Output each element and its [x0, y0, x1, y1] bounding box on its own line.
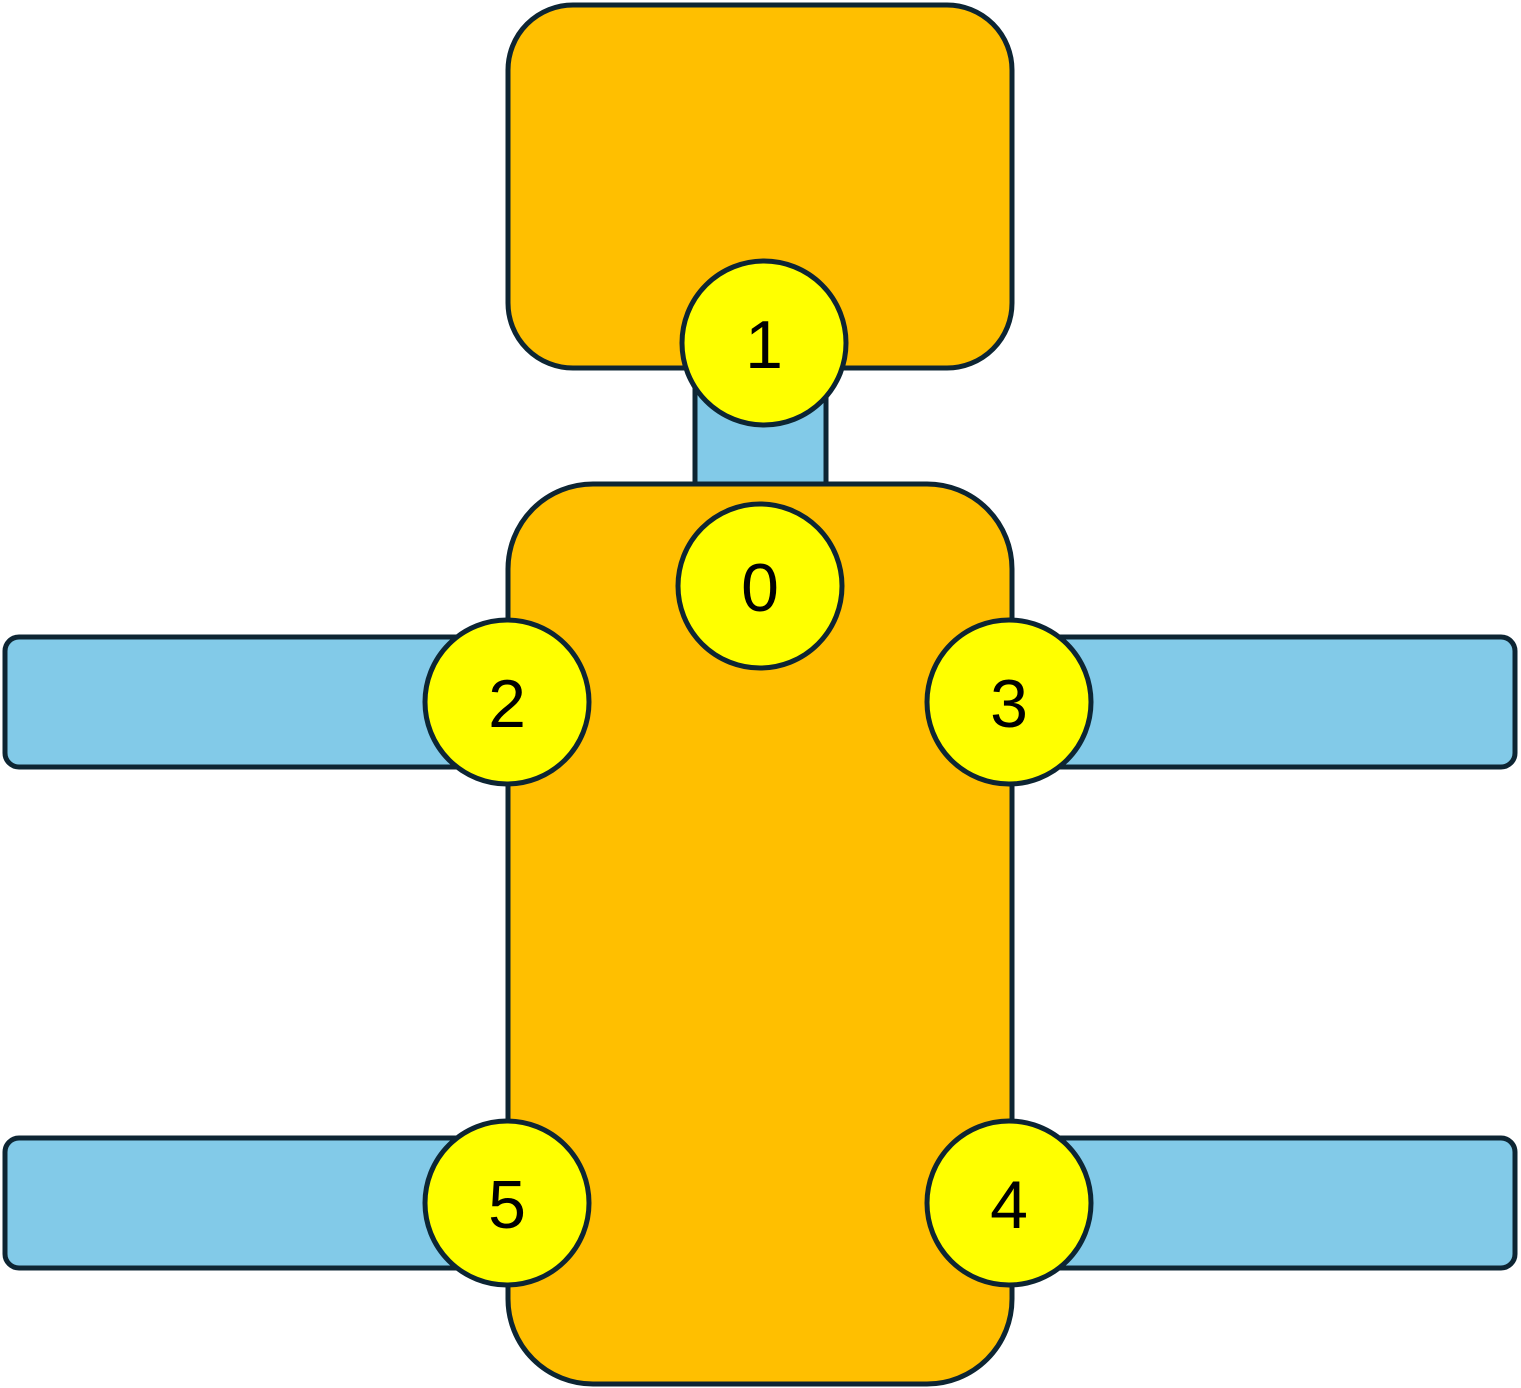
joint-4: 4 — [924, 1118, 1094, 1288]
joint-5: 5 — [422, 1118, 592, 1288]
joint-3-label: 3 — [990, 666, 1028, 742]
joint-2: 2 — [422, 617, 592, 787]
joint-5-label: 5 — [488, 1167, 526, 1243]
joint-2-circle — [422, 617, 592, 787]
joint-3-circle — [924, 617, 1094, 787]
joint-0-label: 0 — [741, 550, 779, 626]
joint-2-label: 2 — [488, 666, 526, 742]
joint-4-label: 4 — [990, 1167, 1028, 1243]
joint-3: 3 — [924, 617, 1094, 787]
joint-1-circle — [679, 258, 849, 428]
torso-block — [505, 481, 1015, 1387]
joint-0-circle — [675, 501, 845, 671]
joint-1: 1 — [679, 258, 849, 428]
joint-5-circle — [422, 1118, 592, 1288]
joint-0: 0 — [675, 501, 845, 671]
joint-1-label: 1 — [745, 307, 783, 383]
joint-4-circle — [924, 1118, 1094, 1288]
